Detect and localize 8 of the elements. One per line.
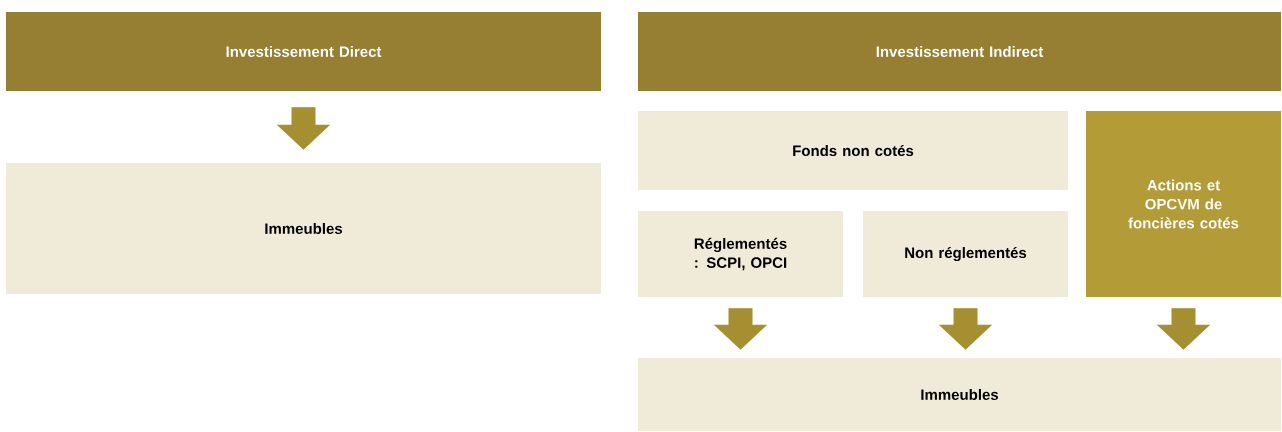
header-bar: Investissement Direct xyxy=(6,12,601,91)
category-box: Fonds non cotés xyxy=(638,111,1068,190)
header-bar: Investissement Indirect xyxy=(638,12,1281,91)
category-box: Non réglementés xyxy=(863,211,1068,297)
category-box: Actions et OPCVM de foncières cotés xyxy=(1086,111,1281,297)
result-box: Immeubles xyxy=(638,358,1281,431)
category-box: Réglementés : SCPI, OPCI xyxy=(638,211,843,297)
result-box: Immeubles xyxy=(6,163,601,294)
